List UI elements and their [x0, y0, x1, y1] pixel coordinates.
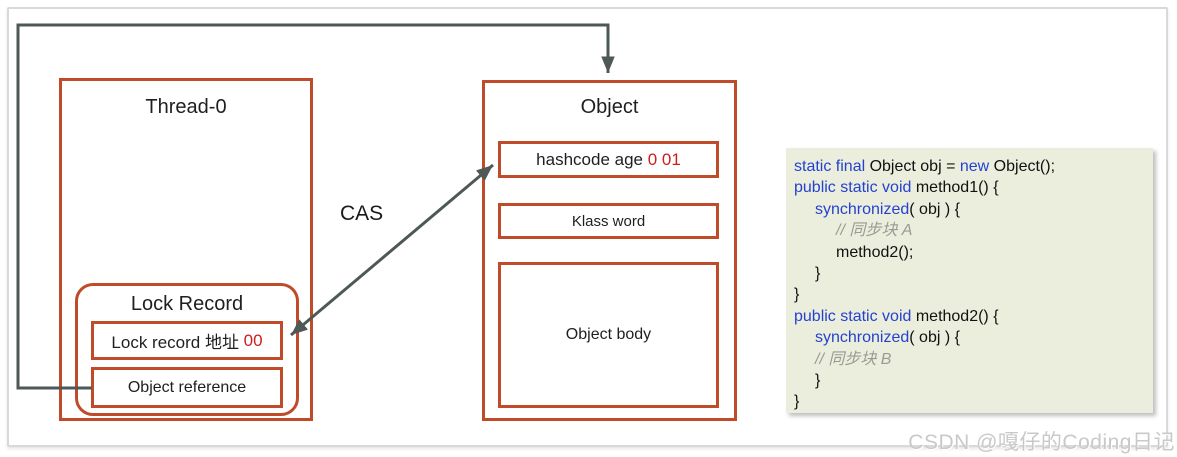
code-line: synchronized( obj ) {: [794, 327, 1153, 348]
code-segment-plain: method1() {: [911, 179, 999, 197]
code-segment-kw: public static void: [794, 179, 912, 197]
code-segment-plain: }: [794, 286, 800, 304]
code-segment-kw: public static void: [794, 307, 912, 325]
code-line: synchronized( obj ) {: [794, 199, 1153, 220]
klass-word-row: Klass word: [498, 203, 719, 239]
code-segment-plain: method2() {: [911, 307, 999, 325]
object-body-row: Object body: [498, 262, 719, 408]
hashcode-value: 0 01: [647, 149, 681, 169]
hashcode-row: hashcode age 0 01: [498, 141, 719, 178]
code-line: }: [794, 263, 1153, 284]
code-segment-comment: // 同步块 A: [836, 222, 913, 240]
object-reference-label: Object reference: [127, 378, 247, 396]
code-segment-plain: method2();: [836, 243, 914, 261]
code-segment-plain: }: [815, 372, 821, 390]
code-segment-kw: synchronized: [815, 200, 910, 218]
cas-label: CAS: [340, 202, 384, 225]
code-line: }: [794, 391, 1153, 412]
code-segment-kw: new: [959, 158, 990, 175]
code-line: public static void method1() {: [794, 177, 1153, 198]
lock-record-title: Lock Record: [130, 293, 244, 315]
lock-record-address-value: 00: [243, 330, 263, 350]
hashcode-label: hashcode age: [536, 149, 648, 169]
code-line: static final Object obj = new Object();: [794, 156, 1153, 177]
code-segment-plain: Object();: [989, 158, 1056, 175]
klass-word-label: Klass word: [571, 212, 646, 230]
code-segment-plain: ( obj ) {: [909, 200, 960, 218]
code-segment-plain: Object obj =: [865, 158, 960, 175]
object-box-title: Object: [580, 96, 639, 118]
code-block: static final Object obj = new Object();p…: [786, 148, 1153, 413]
code-line: }: [794, 370, 1153, 391]
code-line: // 同步块 B: [794, 349, 1153, 370]
code-line: method2();: [794, 242, 1153, 263]
code-segment-plain: }: [794, 393, 800, 411]
code-segment-kw: static final: [794, 158, 866, 175]
code-segment-comment: // 同步块 B: [815, 350, 892, 368]
lock-record-address-row: Lock record 地址 00: [91, 321, 283, 360]
code-segment-plain: }: [815, 265, 821, 283]
object-body-label: Object body: [565, 326, 652, 343]
lock-record-address-label: Lock record 地址: [111, 333, 244, 352]
code-segment-plain: ( obj ) {: [909, 329, 960, 347]
thread-box-title: Thread-0: [145, 96, 227, 118]
object-reference-row: Object reference: [91, 367, 283, 408]
watermark: CSDN @嘎仔的Coding日记: [908, 431, 1175, 454]
code-line: public static void method2() {: [794, 306, 1153, 327]
code-line: // 同步块 A: [794, 220, 1153, 241]
code-line: }: [794, 284, 1153, 305]
code-segment-kw: synchronized: [815, 329, 910, 347]
